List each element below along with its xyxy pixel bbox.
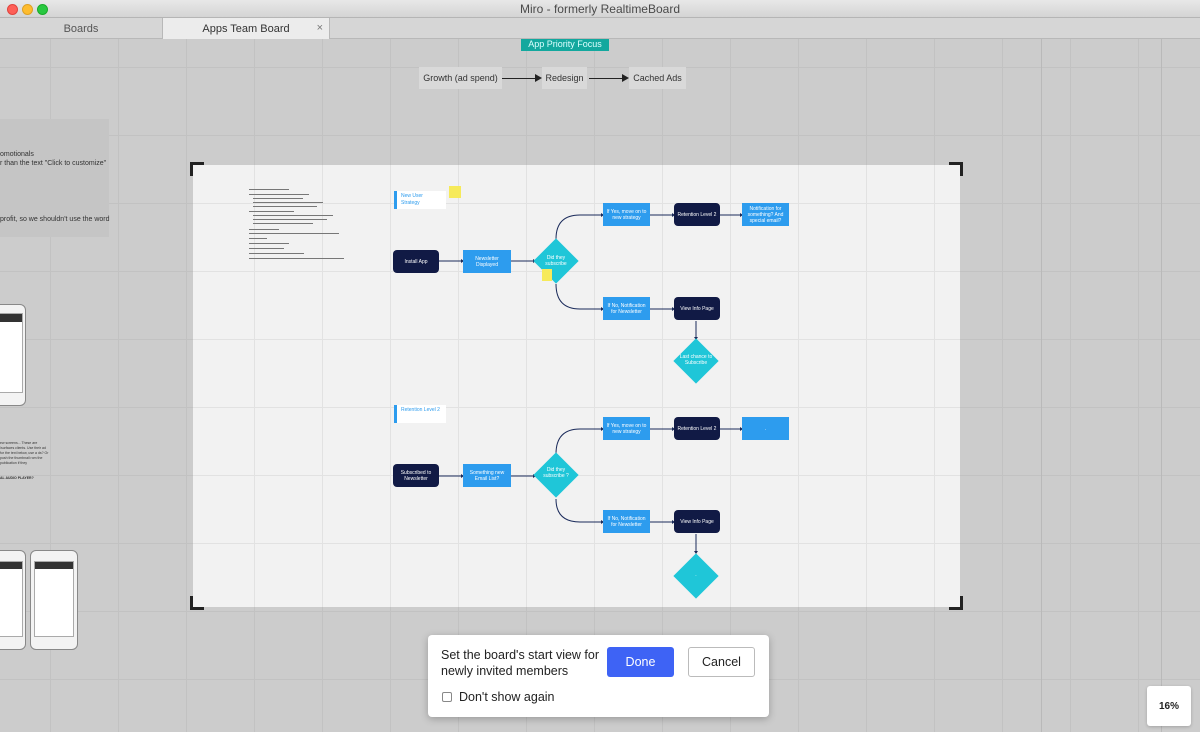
node-newsletter[interactable]: Newsletter Displayed: [463, 250, 511, 273]
arrow-head-icon: [535, 74, 542, 82]
window-title: Miro - formerly RealtimeBoard: [519, 2, 681, 16]
dialog-message: Set the board's start view for newly inv…: [441, 648, 600, 678]
frame-title[interactable]: App Priority Focus: [521, 39, 609, 51]
node-install-app[interactable]: Install App: [393, 250, 439, 273]
frame-corner-handle[interactable]: [190, 596, 204, 610]
flow-node-redesign[interactable]: Redesign: [542, 67, 587, 89]
phone-mockup[interactable]: [0, 550, 26, 650]
decision-label: Last chance to Subscribe: [679, 354, 713, 366]
window-titlebar: Miro - formerly RealtimeBoard: [0, 0, 1200, 18]
node-retention[interactable]: Retention Level 2: [674, 203, 720, 226]
board-frame[interactable]: [193, 165, 960, 607]
tab-apps-team-board-label: Apps Team Board: [202, 22, 290, 35]
tab-boards[interactable]: Boards: [0, 18, 163, 39]
close-window-button[interactable]: [7, 4, 18, 15]
frame-corner-handle[interactable]: [949, 162, 963, 176]
maximize-window-button[interactable]: [37, 4, 48, 15]
dont-show-checkbox[interactable]: [442, 692, 452, 702]
node-placeholder[interactable]: .: [742, 417, 789, 440]
board-canvas[interactable]: App Priority Focus Growth (ad spend) Red…: [0, 39, 1200, 732]
node-view-info[interactable]: View Info Page: [674, 510, 720, 533]
left-text-panel[interactable]: omotionals r than the text "Click to cus…: [0, 119, 110, 237]
frame-corner-handle[interactable]: [190, 162, 204, 176]
node-if-no[interactable]: If No, Notification for Newsletter: [603, 297, 650, 320]
tab-boards-label: Boards: [63, 22, 99, 35]
node-view-info[interactable]: View Info Page: [674, 297, 720, 320]
node-subscribed[interactable]: Subscribed to Newsletter: [393, 464, 439, 487]
frame-corner-handle[interactable]: [949, 596, 963, 610]
tab-apps-team-board[interactable]: Apps Team Board ×: [163, 18, 330, 39]
phone-mockup[interactable]: [0, 304, 26, 406]
panel-text-line: r than the text "Click to customize": [0, 160, 107, 167]
panel-text-line: profit, so we shouldn't use the word: [0, 216, 110, 223]
left-notes-caps: AL AUDIO PLAYER?: [0, 476, 34, 480]
tab-bar: Boards Apps Team Board ×: [0, 18, 1200, 39]
node-if-yes[interactable]: If Yes, move on to new strategy: [603, 203, 650, 226]
strategy-card[interactable]: Retention Level 2: [394, 405, 446, 423]
panel-text-line: omotionals: [0, 151, 34, 158]
node-if-no[interactable]: If No, Notification for Newsletter: [603, 510, 650, 533]
node-retention[interactable]: Retention Level 2: [674, 417, 720, 440]
decision-label: Did they subscribe ?: [543, 467, 569, 479]
node-something-new[interactable]: Something new Email List?: [463, 464, 511, 487]
phone-mockup[interactable]: [30, 550, 78, 650]
document-snippet[interactable]: [249, 189, 359, 264]
done-button[interactable]: Done: [607, 647, 674, 677]
start-view-dialog: Set the board's start view for newly inv…: [428, 635, 769, 717]
zoom-level[interactable]: 16%: [1147, 686, 1191, 726]
node-notification[interactable]: Notification for something? And special …: [742, 203, 789, 226]
canvas-divider: [1041, 39, 1042, 732]
phone-screen: [0, 313, 23, 393]
dont-show-label[interactable]: Don't show again: [459, 690, 555, 704]
tab-close-icon[interactable]: ×: [316, 22, 323, 34]
decision-label: .: [695, 572, 697, 578]
flow-connector: [589, 78, 623, 79]
sticky-note[interactable]: [542, 269, 552, 281]
node-if-yes[interactable]: If Yes, move on to new strategy: [603, 417, 650, 440]
cancel-button[interactable]: Cancel: [688, 647, 755, 677]
decision-label: Did they subscribe: [545, 255, 567, 267]
flow-connector: [502, 78, 536, 79]
arrow-head-icon: [622, 74, 629, 82]
phone-screen: [0, 561, 23, 637]
flow-connectors: [439, 213, 743, 554]
left-notes: ew screens... These are /surfaces client…: [0, 441, 49, 465]
minimize-window-button[interactable]: [22, 4, 33, 15]
phone-screen: [34, 561, 74, 637]
sticky-note[interactable]: [449, 186, 461, 198]
strategy-card[interactable]: New User Strategy: [394, 191, 446, 209]
canvas-divider: [1161, 39, 1162, 732]
flow-node-cached-ads[interactable]: Cached Ads: [629, 67, 686, 89]
flow-node-growth[interactable]: Growth (ad spend): [419, 67, 502, 89]
